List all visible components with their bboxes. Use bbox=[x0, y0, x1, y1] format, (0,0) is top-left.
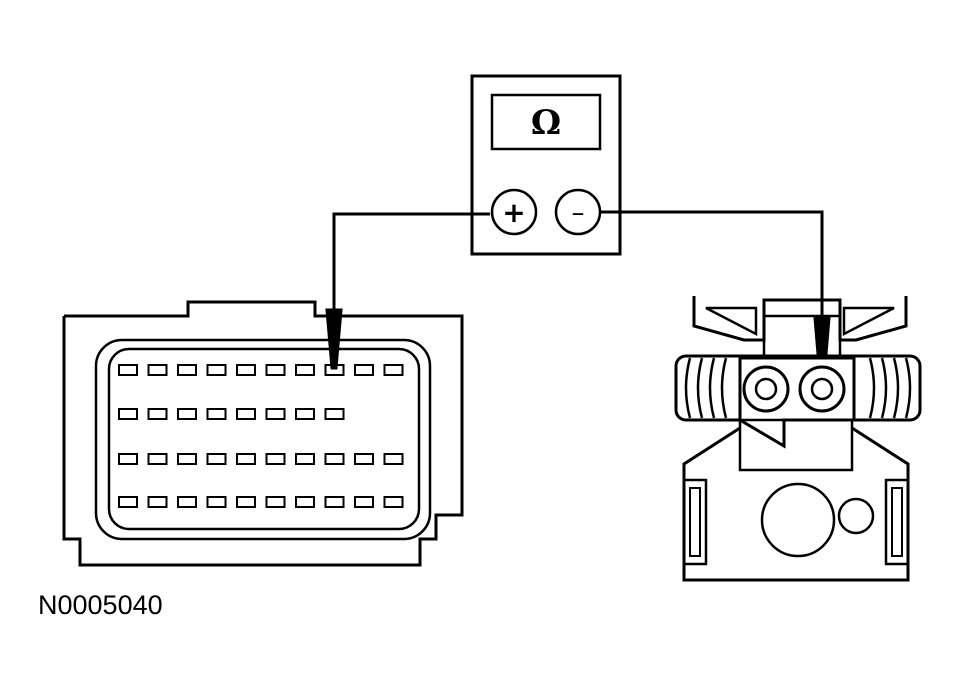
latch-tab-right bbox=[842, 306, 895, 337]
side-rail-left bbox=[682, 478, 708, 566]
connector-pin-cavity bbox=[147, 496, 168, 508]
connector-neck bbox=[738, 418, 854, 472]
connector-pin-cavity bbox=[295, 453, 315, 465]
ohmmeter: Ω + – bbox=[470, 74, 622, 256]
connector-pin-cavity bbox=[383, 364, 404, 376]
connector-pin-cavity bbox=[177, 453, 197, 465]
connector-pin-cavity bbox=[295, 496, 315, 508]
connector-pin-cavity bbox=[354, 496, 374, 508]
connector-outer-shell bbox=[62, 300, 464, 567]
terminal-cavity-right-inner bbox=[810, 377, 834, 401]
connector-pin-cavity bbox=[295, 408, 315, 420]
latch-tab-left bbox=[705, 306, 758, 337]
connector-pin-cavity bbox=[383, 496, 404, 508]
connector-lower-body bbox=[682, 426, 910, 582]
connector-pin-cavity bbox=[383, 453, 404, 465]
connector-top-frame bbox=[692, 296, 908, 342]
positive-lead bbox=[332, 212, 490, 310]
connector-pin-cavity bbox=[354, 453, 374, 465]
terminal-cavity-left-inner bbox=[754, 377, 778, 401]
mounting-boss-small bbox=[837, 497, 875, 535]
connector-pin-cavity bbox=[177, 408, 197, 420]
negative-lead bbox=[598, 210, 824, 318]
side-rail-left-inner bbox=[689, 487, 701, 557]
connector-pin-cavity bbox=[265, 453, 286, 465]
connector-pin-cavity bbox=[324, 453, 345, 465]
connector-pin-cavity bbox=[236, 453, 256, 465]
positive-terminal-label: + bbox=[502, 196, 525, 229]
test-leads bbox=[332, 210, 824, 318]
figure-reference-number: N0005040 bbox=[38, 590, 163, 620]
connector-pin-cavity bbox=[118, 364, 138, 376]
connector-pin-cavity bbox=[118, 408, 138, 420]
connector-pin-cavity bbox=[147, 453, 168, 465]
connector-pin-cavity bbox=[295, 364, 315, 376]
connector-pin-cavity bbox=[177, 364, 197, 376]
connector-pin-cavity bbox=[177, 496, 197, 508]
connector-pin-cavity bbox=[206, 453, 227, 465]
connector-pin-cavity bbox=[265, 364, 286, 376]
side-rail-right-inner bbox=[891, 487, 903, 557]
harness-connector bbox=[62, 300, 464, 567]
connector-pin-cavity bbox=[265, 408, 286, 420]
meter-body bbox=[470, 74, 622, 256]
positive-terminal bbox=[490, 188, 538, 236]
connector-pin-cavity bbox=[206, 364, 227, 376]
negative-terminal bbox=[554, 188, 602, 236]
connector-pin-cavity bbox=[324, 408, 345, 420]
connector-pin-cavity bbox=[324, 496, 345, 508]
connector-pin-cavity bbox=[118, 496, 138, 508]
connector-pin-cavity bbox=[206, 408, 227, 420]
connector-pin-cavity bbox=[236, 408, 256, 420]
connector-pins bbox=[118, 364, 404, 508]
meter-display bbox=[490, 93, 602, 151]
test-probes bbox=[325, 308, 831, 380]
connector-pin-cavity bbox=[147, 408, 168, 420]
connector-pin-cavity bbox=[354, 364, 374, 376]
side-rail-right bbox=[884, 478, 910, 566]
barrel-ribs bbox=[684, 357, 912, 419]
ohm-symbol: Ω bbox=[531, 103, 561, 143]
positive-probe-icon bbox=[325, 308, 343, 370]
component-connector bbox=[674, 296, 922, 582]
negative-terminal-label: – bbox=[572, 198, 585, 228]
connector-pin-cavity bbox=[118, 453, 138, 465]
connector-pin-cavity bbox=[206, 496, 227, 508]
connector-inner-rim bbox=[94, 338, 432, 541]
connector-pin-cavity bbox=[236, 496, 256, 508]
connector-pin-cavity bbox=[236, 364, 256, 376]
terminal-cavity-left-outer bbox=[742, 365, 790, 413]
mounting-boss-large bbox=[760, 482, 836, 558]
terminal-cavity-right-outer bbox=[798, 365, 846, 413]
connector-pin-cavity bbox=[265, 496, 286, 508]
connector-face bbox=[107, 347, 421, 531]
connector-pin-cavity bbox=[147, 364, 168, 376]
